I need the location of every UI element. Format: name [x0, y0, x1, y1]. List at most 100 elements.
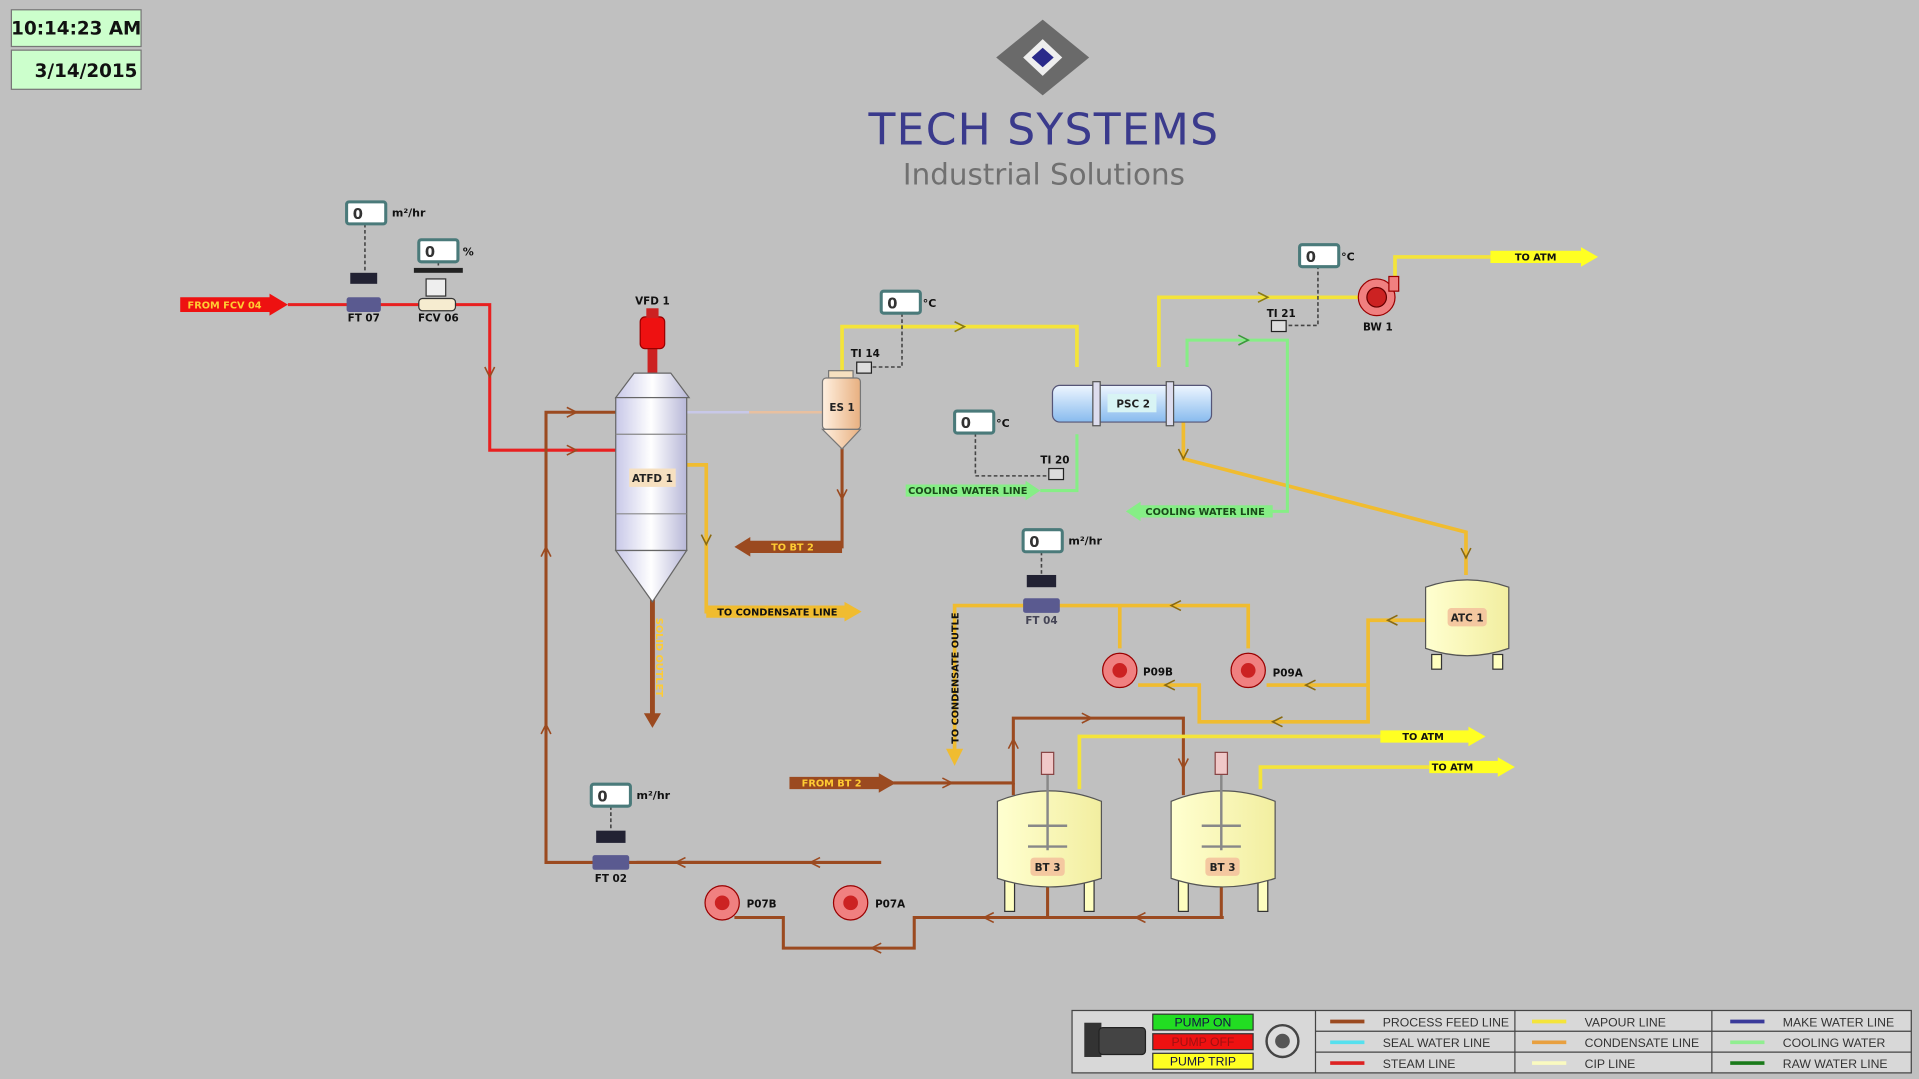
psc2-condenser[interactable]: PSC 2	[1051, 381, 1213, 427]
vapour-lines	[840, 255, 1493, 790]
ti14-temp-sensor[interactable]: TI 14	[851, 348, 880, 374]
svg-text:FROM BT 2: FROM BT 2	[802, 779, 862, 790]
legend-line-label: RAW WATER LINE	[1783, 1057, 1888, 1071]
svg-text:TI 20: TI 20	[1040, 455, 1069, 467]
svg-text:ATFD 1: ATFD 1	[632, 473, 673, 485]
svg-text:ES 1: ES 1	[829, 402, 854, 414]
atc1-tank[interactable]: ATC 1	[1424, 579, 1510, 670]
svg-text:COOLING WATER LINE: COOLING WATER LINE	[1145, 507, 1264, 518]
bt3-tank-1[interactable]: BT 3	[996, 751, 1103, 913]
es1-separator[interactable]: ES 1	[821, 370, 862, 450]
ti20-temp-sensor[interactable]: TI 20	[1040, 455, 1069, 481]
ft02-flow-transmitter[interactable]: FT 02	[592, 830, 630, 885]
flow-label-solid-outlet: SOLID OUTLET	[653, 618, 664, 697]
flow-label-cooling-in: COOLING WATER LINE	[905, 480, 1041, 501]
company-logo: TECH SYSTEMS Industrial Solutions	[868, 19, 1220, 192]
flow-label-to-atm-1: TO ATM	[1380, 726, 1486, 747]
motor-pump-icon	[1084, 1022, 1147, 1057]
svg-text:P09A: P09A	[1273, 668, 1303, 680]
flow-arrows	[484, 291, 1472, 954]
svg-text:P07B: P07B	[747, 899, 777, 911]
clock-panel: 10:14:23 AM 3/14/2015	[10, 9, 142, 90]
legend-panel: PUMP ON PUMP OFF PUMP TRIP PROCESS FEED …	[1071, 1009, 1912, 1074]
flow-label-to-condensate-line: TO CONDENSATE LINE	[706, 601, 862, 622]
flow-label-cooling-out: COOLING WATER LINE	[1125, 501, 1273, 522]
svg-text:%: %	[463, 246, 474, 259]
svg-text:0: 0	[961, 415, 971, 432]
pump-p07a[interactable]: P07A	[832, 885, 905, 921]
indicator-ti21: 0 °C	[1298, 243, 1355, 269]
pump-p09b[interactable]: P09B	[1102, 652, 1173, 689]
svg-text:m²/hr: m²/hr	[392, 207, 426, 220]
svg-text:TO ATM: TO ATM	[1402, 732, 1444, 743]
logo-title: TECH SYSTEMS	[868, 104, 1220, 155]
svg-text:FCV 06: FCV 06	[418, 313, 459, 325]
legend-line-label: MAKE WATER LINE	[1783, 1015, 1894, 1029]
indicator-ft02: 0 m²/hr	[589, 782, 671, 808]
indicator-fcv06: 0 %	[417, 238, 474, 264]
svg-text:TI 14: TI 14	[851, 348, 880, 360]
flow-label-to-atm-2: TO ATM	[1429, 757, 1515, 777]
svg-text:FT 02: FT 02	[595, 873, 627, 885]
svg-text:BT 3: BT 3	[1210, 862, 1236, 874]
vfd1-motor[interactable]: VFD 1	[635, 296, 670, 350]
indicator-ti20: 0 °C	[953, 409, 1010, 435]
indicator-ft04: 0 m²/hr	[1021, 528, 1103, 554]
legend-line-label: CONDENSATE LINE	[1585, 1036, 1700, 1050]
legend-line-label: COOLING WATER	[1783, 1036, 1886, 1050]
legend-pump-on: PUMP ON	[1175, 1015, 1232, 1029]
atfd1-dryer[interactable]: ATFD 1	[614, 348, 691, 603]
svg-text:°C: °C	[996, 417, 1010, 430]
svg-text:0: 0	[887, 295, 897, 312]
flow-label-from-fcv04: FROM FCV 04	[180, 293, 288, 316]
bt3-tank-2[interactable]: BT 3	[1170, 751, 1276, 913]
svg-text:TO CONDENSATE LINE: TO CONDENSATE LINE	[717, 607, 837, 618]
svg-text:0: 0	[597, 788, 607, 805]
flow-label-to-atm-bw1: TO ATM	[1490, 247, 1599, 267]
svg-text:ATC 1: ATC 1	[1451, 612, 1484, 624]
fcv06-control-valve[interactable]: FCV 06	[413, 267, 463, 325]
ft07-flow-transmitter[interactable]: FT 07	[346, 272, 381, 325]
legend-pump-trip: PUMP TRIP	[1170, 1055, 1236, 1069]
svg-text:0: 0	[1306, 249, 1316, 266]
centrifugal-pump-icon	[1265, 1023, 1300, 1059]
svg-text:TO BT 2: TO BT 2	[771, 543, 814, 554]
indicator-ti14: 0 °C	[879, 289, 936, 315]
legend-line-label: SEAL WATER LINE	[1383, 1036, 1491, 1050]
svg-text:P09B: P09B	[1143, 666, 1173, 678]
svg-text:TO ATM: TO ATM	[1515, 253, 1557, 264]
steam-lines	[287, 303, 616, 452]
flow-label-to-condensate-outlet: TO CONDENSATE OUTLE	[950, 612, 961, 743]
legend-line-label: STEAM LINE	[1383, 1057, 1456, 1071]
date-display: 3/14/2015	[35, 61, 138, 82]
svg-text:PSC 2: PSC 2	[1116, 398, 1150, 410]
pump-p07b[interactable]: P07B	[704, 885, 777, 921]
svg-text:FROM FCV 04: FROM FCV 04	[188, 300, 262, 311]
bw1-blower[interactable]: BW 1	[1357, 275, 1400, 333]
legend-line-label: PROCESS FEED LINE	[1383, 1015, 1509, 1029]
svg-text:0: 0	[425, 244, 435, 261]
legend-line-label: VAPOUR LINE	[1585, 1015, 1666, 1029]
svg-text:VFD 1: VFD 1	[635, 296, 670, 308]
svg-text:m²/hr: m²/hr	[637, 789, 671, 802]
svg-text:m²/hr: m²/hr	[1068, 534, 1102, 547]
svg-text:TO ATM: TO ATM	[1432, 763, 1474, 774]
flow-label-from-bt2: FROM BT 2	[789, 773, 896, 793]
svg-text:BW 1: BW 1	[1363, 321, 1393, 333]
legend-pump-off: PUMP OFF	[1171, 1035, 1234, 1049]
svg-text:0: 0	[1029, 534, 1039, 551]
svg-text:FT 07: FT 07	[348, 313, 380, 325]
svg-text:°C: °C	[1341, 251, 1355, 264]
legend-line-label: CIP LINE	[1585, 1057, 1636, 1071]
ft04-flow-transmitter[interactable]: FT 04	[1023, 574, 1060, 627]
svg-text:BT 3: BT 3	[1035, 862, 1061, 874]
svg-text:P07A: P07A	[875, 899, 905, 911]
logo-subtitle: Industrial Solutions	[903, 158, 1185, 192]
flow-label-to-bt2: TO BT 2	[734, 537, 843, 557]
ti21-temp-sensor[interactable]: TI 21	[1267, 308, 1296, 333]
indicator-ft07: 0 m²/hr	[345, 200, 426, 226]
svg-text:COOLING WATER LINE: COOLING WATER LINE	[908, 486, 1027, 497]
svg-text:0: 0	[353, 206, 363, 223]
pump-p09a[interactable]: P09A	[1230, 652, 1303, 689]
